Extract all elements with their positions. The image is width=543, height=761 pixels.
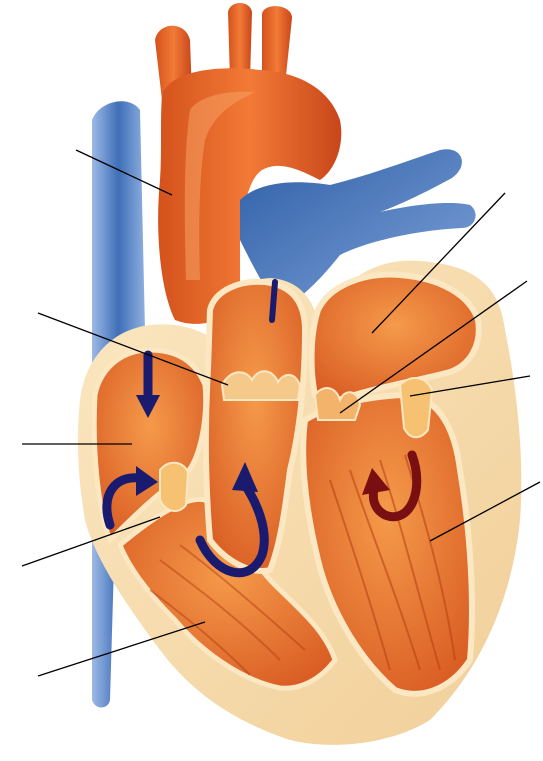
pulmonary-valve: [222, 371, 300, 400]
arrow-pulmonary-artery: [272, 282, 275, 320]
mitral-valve: [400, 378, 432, 437]
tricuspid-valve: [160, 463, 188, 511]
